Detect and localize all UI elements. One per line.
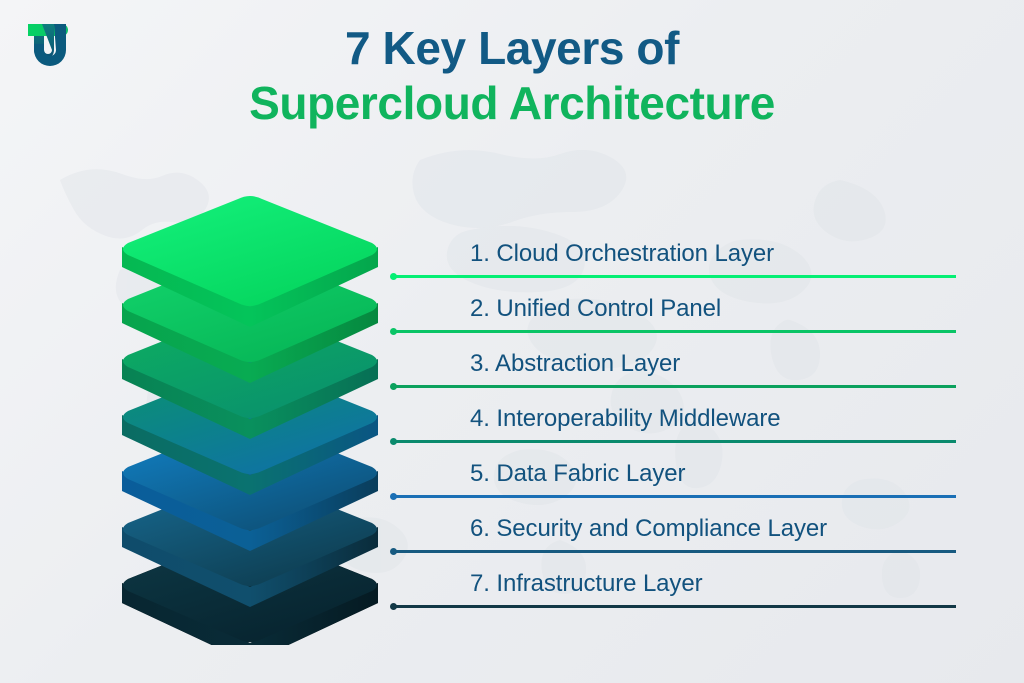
tu-logo-icon: [28, 24, 68, 66]
connector-dot-3: [390, 383, 397, 390]
connector-dot-1: [390, 273, 397, 280]
connector-dot-7: [390, 603, 397, 610]
page-title: 7 Key Layers of Supercloud Architecture: [0, 24, 1024, 128]
list-item-label-1: 1. Cloud Orchestration Layer: [470, 240, 775, 267]
list-item[interactable]: 1. Cloud Orchestration Layer: [390, 216, 956, 280]
connector-dot-2: [390, 328, 397, 335]
connector-line-4: [394, 440, 956, 443]
connector-dot-6: [390, 548, 397, 555]
list-item[interactable]: 3. Abstraction Layer: [390, 326, 956, 390]
stack-layer-1: [122, 196, 378, 327]
connector-line-1: [394, 275, 956, 278]
connector-line-3: [394, 385, 956, 388]
connector-line-5: [394, 495, 956, 498]
connector-line-6: [394, 550, 956, 553]
list-item[interactable]: 4. Interoperability Middleware: [390, 381, 956, 445]
list-item-label-2: 2. Unified Control Panel: [470, 295, 722, 322]
list-item-label-6: 6. Security and Compliance Layer: [470, 515, 827, 542]
connector-line-2: [394, 330, 956, 333]
title-line-2: Supercloud Architecture: [249, 76, 775, 129]
list-item[interactable]: 6. Security and Compliance Layer: [390, 491, 956, 555]
connector-dot-4: [390, 438, 397, 445]
connector-dot-5: [390, 493, 397, 500]
title-line-1: 7 Key Layers of: [344, 22, 680, 74]
list-item[interactable]: 7. Infrastructure Layer: [390, 546, 956, 610]
list-item[interactable]: 2. Unified Control Panel: [390, 271, 956, 335]
connector-line-7: [394, 605, 956, 608]
layer-stack-diagram: [122, 196, 378, 645]
list-item-label-7: 7. Infrastructure Layer: [470, 570, 703, 597]
list-item-label-5: 5. Data Fabric Layer: [470, 460, 686, 487]
list-item[interactable]: 5. Data Fabric Layer: [390, 436, 956, 500]
list-item-label-4: 4. Interoperability Middleware: [470, 405, 781, 432]
list-item-label-3: 3. Abstraction Layer: [470, 350, 681, 377]
